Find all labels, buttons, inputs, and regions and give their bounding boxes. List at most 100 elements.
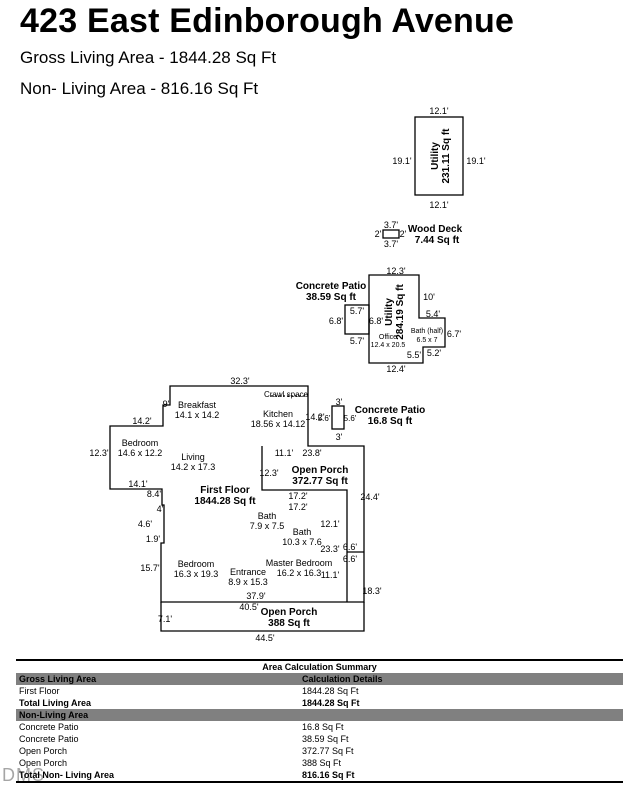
bath-2-label: Bath: [293, 527, 312, 537]
dim-cp2-left: 5.6': [318, 414, 331, 423]
utility-2-area: 284.19 Sq ft: [395, 284, 406, 340]
dim-crawl: 11.1': [275, 448, 294, 458]
utility-2-label: Utility: [384, 298, 395, 326]
open-porch-1-area: 372.77 Sq ft: [292, 476, 348, 487]
bath-1-dims: 7.9 x 7.5: [250, 521, 285, 531]
table-row: Open Porch 388 Sq Ft: [16, 757, 623, 769]
bath-half-label: Bath (half): [411, 328, 443, 335]
gross-living-area-line: Gross Living Area - 1844.28 Sq Ft: [20, 48, 277, 67]
dim-cp2-right: 5.6': [344, 414, 357, 423]
dim-utility-bottom: 12.1': [429, 200, 449, 210]
master-bedroom-label: Master Bedroom: [266, 558, 333, 568]
bedroom-1-label: Bedroom: [122, 438, 159, 448]
concrete-patio-2-outline: [331, 405, 345, 430]
total-non-living-row: Total Non- Living Area 816.16 Sq Ft: [16, 769, 623, 783]
dim-wood-deck-top: 3.7': [384, 220, 399, 230]
dim-inner-3: 11.1': [321, 570, 340, 580]
dim-u2-top: 12.3': [386, 266, 406, 276]
kitchen-dims: 18.56 x 14.12: [251, 419, 306, 429]
total-living-row: Total Living Area 1844.28 Sq Ft: [16, 697, 623, 709]
master-bedroom-dims: 16.2 x 16.3: [277, 568, 322, 578]
living-dims: 14.2 x 17.3: [171, 462, 216, 472]
dim-wood-deck-left: 2': [375, 229, 382, 239]
breakfast-label: Breakfast: [178, 400, 217, 410]
dim-cp1-left: 6.8': [329, 316, 344, 326]
dim-u2-left: 6.8': [369, 316, 384, 326]
dim-main-step: 14.1': [128, 479, 148, 489]
dim-main-s4: 4': [157, 504, 164, 514]
non-living-row-value: 38.59 Sq Ft: [302, 734, 349, 744]
dim-inner-bottom-2: 40.5': [239, 602, 259, 612]
gla-header: Gross Living Area: [19, 674, 97, 684]
dim-main-s6: 1.9': [146, 534, 161, 544]
dim-inner-1: 12.1': [320, 519, 340, 529]
open-porch-1-outline: [261, 446, 364, 602]
first-floor-label: First Floor: [200, 485, 250, 496]
dim-main-s1: 9': [163, 399, 170, 409]
kitchen-label: Kitchen: [263, 409, 293, 419]
dim-cp2-bottom: 3': [336, 432, 343, 442]
wood-deck-area: 7.44 Sq ft: [415, 235, 460, 246]
utility-2-outline: [368, 274, 446, 364]
utility-label: Utility: [430, 142, 441, 170]
bath-half-dims: 6.5 x 7: [416, 337, 437, 344]
dim-main-s3: 8.4': [147, 489, 162, 499]
non-living-row-value: 372.77 Sq Ft: [302, 746, 354, 756]
dim-main-left: 12.3': [89, 448, 109, 458]
total-non-living-label: Total Non- Living Area: [19, 770, 115, 780]
non-living-row-value: 388 Sq Ft: [302, 758, 342, 768]
wood-deck-label: Wood Deck: [408, 224, 463, 235]
total-living-value: 1844.28 Sq Ft: [302, 698, 360, 708]
dim-wood-deck-right: 2': [400, 229, 407, 239]
table-row: Open Porch 372.77 Sq Ft: [16, 745, 623, 757]
dim-main-s2: 14.2': [132, 416, 152, 426]
dim-u2-right: 10': [423, 292, 435, 302]
concrete-patio-2-label: Concrete Patio: [355, 405, 426, 416]
dim-open-porch-top: 23.8': [302, 448, 322, 458]
non-living-row-label: Open Porch: [19, 746, 68, 756]
bedroom-2-label: Bedroom: [178, 559, 215, 569]
non-living-area-line: Non- Living Area - 816.16 Sq Ft: [20, 79, 259, 98]
utility-area: 231.11 Sq ft: [441, 128, 452, 184]
non-living-row-label: Open Porch: [19, 758, 68, 768]
crawl-space-label: Crawl space: [264, 390, 309, 399]
dim-main-left2: 15.7': [140, 563, 160, 573]
dim-u2-bottom: 12.4': [386, 364, 406, 374]
area-summary-table: Area Calculation Summary Gross Living Ar…: [16, 659, 623, 783]
dim-step-right-2: 6.6': [343, 554, 358, 564]
dim-wood-deck-bottom: 3.7': [384, 239, 399, 249]
dim-utility-left: 19.1': [392, 156, 412, 166]
concrete-patio-2-area: 16.8 Sq ft: [368, 416, 413, 427]
main-floor-outline: [109, 385, 365, 603]
entrance-dims: 8.9 x 15.3: [228, 577, 268, 587]
dim-cp1-top: 5.7': [350, 306, 365, 316]
dim-main-right: 18.3': [362, 586, 382, 596]
breakfast-dims: 14.1 x 14.2: [175, 410, 220, 420]
dim-open-porch-right: 24.4': [360, 492, 380, 502]
table-row: Concrete Patio 38.59 Sq Ft: [16, 733, 623, 745]
details-header: Calculation Details: [302, 674, 383, 684]
concrete-patio-1-label: Concrete Patio: [296, 281, 367, 292]
dim-u2-step: 5.4': [426, 309, 441, 319]
living-label: Living: [181, 452, 205, 462]
non-living-header-row: Non-Living Area: [16, 709, 623, 721]
dim-inner-bottom: 37.9': [246, 591, 266, 601]
open-porch-2-outline: [160, 602, 365, 632]
first-floor-area: 1844.28 Sq ft: [194, 496, 256, 507]
first-floor-row-value: 1844.28 Sq Ft: [302, 686, 359, 696]
dim-main-top: 32.3': [230, 376, 250, 386]
bedroom-2-dims: 16.3 x 19.3: [174, 569, 219, 579]
bath-1-label: Bath: [258, 511, 277, 521]
dim-main-s5: 4.6': [138, 519, 153, 529]
dim-open-porch-left: 12.3': [259, 468, 279, 478]
open-porch-2-area: 388 Sq ft: [268, 618, 310, 629]
dim-u2-b2: 5.2': [427, 348, 442, 358]
first-floor-row-label: First Floor: [19, 686, 60, 696]
total-living-label: Total Living Area: [19, 698, 92, 708]
utility-room-outline: [414, 116, 464, 196]
non-living-row-label: Concrete Patio: [19, 722, 79, 732]
page-title: 423 East Edinborough Avenue: [20, 2, 515, 40]
bath-2-dims: 10.3 x 7.6: [282, 537, 322, 547]
dim-cp1-bottom: 5.7': [350, 336, 365, 346]
dim-utility-top: 12.1': [429, 106, 449, 116]
